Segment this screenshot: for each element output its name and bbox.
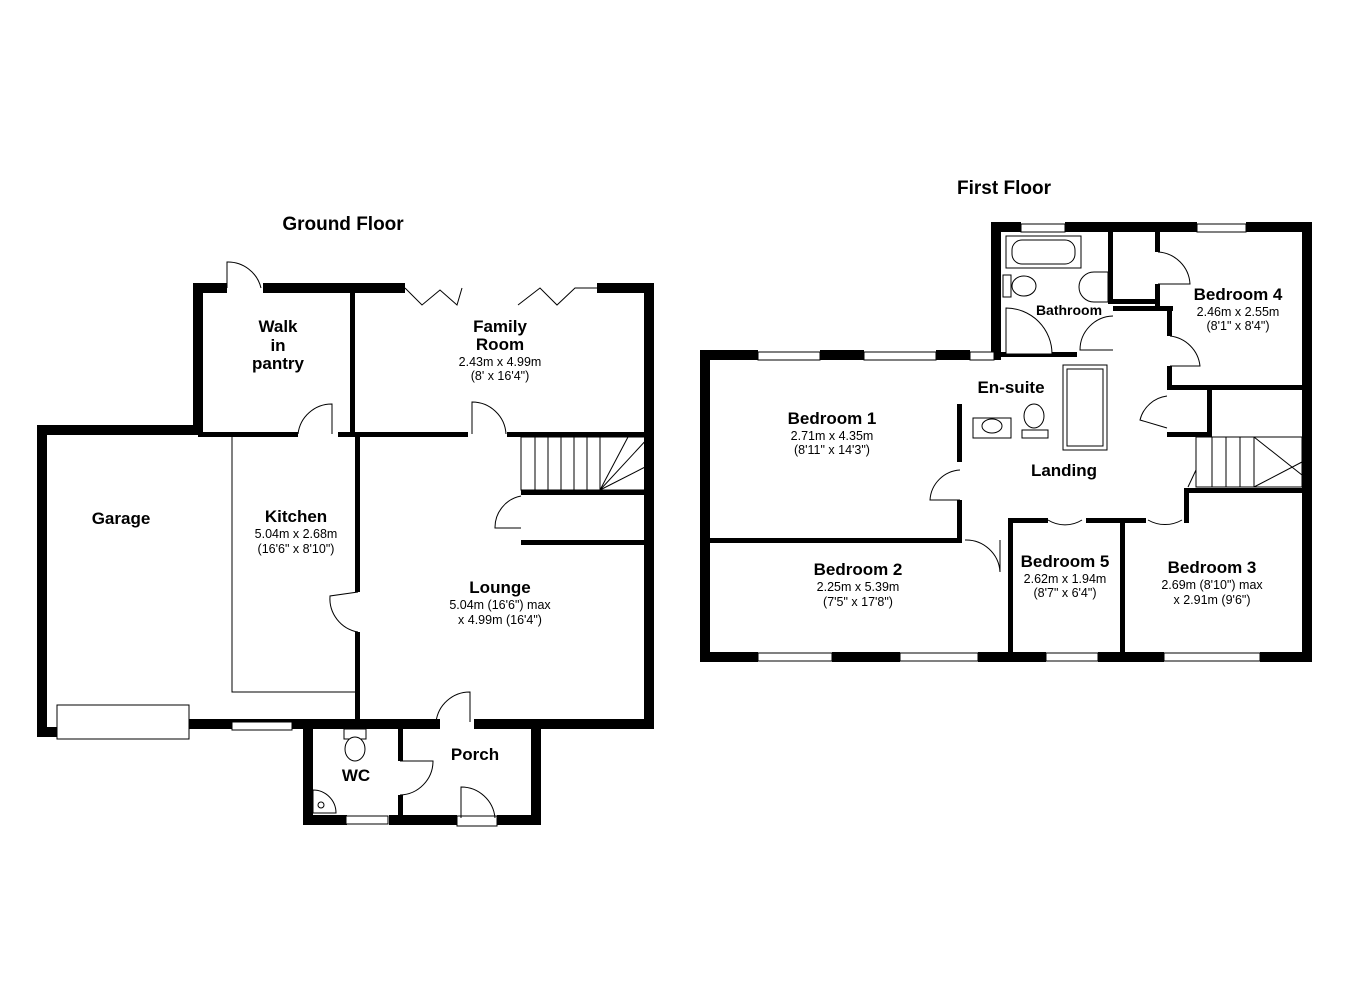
lounge-porch-door xyxy=(435,691,471,723)
bedroom5-window xyxy=(1045,652,1099,662)
pantry-door xyxy=(297,403,333,435)
pantry-label-line3: pantry xyxy=(252,354,305,373)
lounge-label: Lounge xyxy=(469,578,530,597)
wc-fixtures xyxy=(312,728,367,814)
wc-door xyxy=(399,760,434,796)
bedroom4-dim-imperial: (8'1" x 8'4") xyxy=(1207,319,1270,333)
wc-basin xyxy=(312,789,337,814)
family-room-label-line1: Family xyxy=(473,317,527,336)
ground-floor-title: Ground Floor xyxy=(282,214,404,235)
kitchen-dim-imperial: (16'6" x 8'10") xyxy=(258,542,335,556)
bedroom3-dim-line1: 2.69m (8'10") max xyxy=(1161,578,1263,592)
porch-label: Porch xyxy=(451,745,499,764)
wc-label: WC xyxy=(342,766,370,785)
bathroom-window xyxy=(1020,223,1066,233)
bedroom4-door xyxy=(1169,335,1201,367)
first-floor-windows xyxy=(757,223,1261,662)
bedroom3-dim-line2: x 2.91m (9'6") xyxy=(1174,593,1251,607)
pantry-external-door xyxy=(226,261,262,289)
kitchen-window xyxy=(231,721,293,731)
bedroom5-door xyxy=(1047,519,1083,526)
bedroom1-dim-metric: 2.71m x 4.35m xyxy=(791,429,874,443)
bedroom5-dim-metric: 2.62m x 1.94m xyxy=(1024,572,1107,586)
first-floor-doors xyxy=(929,251,1201,573)
bedroom3-window xyxy=(1163,652,1261,662)
bathroom-shower xyxy=(1005,307,1053,355)
lounge-cupboard-door xyxy=(494,495,522,529)
bifold-door-left xyxy=(404,287,463,306)
ensuite-fixtures xyxy=(972,364,1108,451)
bedroom2-dim-imperial: (7'5" x 17'8") xyxy=(823,595,893,609)
first-floor-plan: First Floor xyxy=(700,178,1312,662)
bedroom1-door xyxy=(929,469,961,501)
bedroom3-door xyxy=(1147,519,1183,526)
bedroom4-label: Bedroom 4 xyxy=(1194,285,1283,304)
bedroom1-window-1 xyxy=(757,351,821,361)
bedroom1-dim-imperial: (8'11" x 14'3") xyxy=(794,443,870,457)
bedroom2-door xyxy=(964,539,1001,573)
kitchen-label: Kitchen xyxy=(265,507,327,526)
kitchen-worktop xyxy=(231,437,355,693)
bedroom1-label: Bedroom 1 xyxy=(788,409,877,428)
landing-label: Landing xyxy=(1031,461,1097,480)
family-room-dim-imperial: (8' x 16'4") xyxy=(471,369,530,383)
pantry-label-line1: Walk xyxy=(258,317,298,336)
first-floor-walls xyxy=(700,222,1312,662)
bedroom5-label: Bedroom 5 xyxy=(1021,552,1110,571)
bathroom-toilet-cistern xyxy=(1002,274,1012,298)
bathroom-fixtures xyxy=(1002,235,1109,355)
family-room-label-line2: Room xyxy=(476,335,524,354)
bedroom4-cupboard-door xyxy=(1157,251,1191,285)
wc-window xyxy=(345,815,389,825)
family-room-dim-metric: 2.43m x 4.99m xyxy=(459,355,542,369)
bedroom2-dim-metric: 2.25m x 5.39m xyxy=(817,580,900,594)
porch-front-door xyxy=(456,815,498,827)
pantry-label-line2: in xyxy=(270,336,285,355)
bedroom4-window xyxy=(1196,223,1247,233)
ground-floor-doors xyxy=(226,261,597,819)
bedroom3-label: Bedroom 3 xyxy=(1168,558,1257,577)
ensuite-toilet-cistern xyxy=(1021,429,1049,439)
bedroom5-dim-imperial: (8'7" x 6'4") xyxy=(1034,586,1097,600)
first-floor-title: First Floor xyxy=(957,178,1052,199)
ensuite-label: En-suite xyxy=(977,378,1044,397)
ensuite-window xyxy=(969,351,995,361)
kitchen-dim-metric: 5.04m x 2.68m xyxy=(255,527,338,541)
bedroom2-window-1 xyxy=(757,652,833,662)
ground-floor-windows xyxy=(56,704,498,827)
bedroom1-window-2 xyxy=(863,351,937,361)
garage-label: Garage xyxy=(92,509,151,528)
bathroom-door xyxy=(1079,315,1114,351)
lounge-dim-line1: 5.04m (16'6") max xyxy=(449,598,551,612)
bathroom-label: Bathroom xyxy=(1036,302,1102,318)
lounge-dim-line2: x 4.99m (16'4") xyxy=(458,613,542,627)
ground-floor-stairs xyxy=(520,436,650,491)
first-floor-stairs xyxy=(1187,436,1303,488)
landing-cupboard-door xyxy=(1139,395,1168,429)
bifold-door-right xyxy=(517,287,597,306)
bathroom-basin xyxy=(1078,271,1109,303)
bedroom4-dim-metric: 2.46m x 2.55m xyxy=(1197,305,1280,319)
family-room-door xyxy=(471,401,507,435)
kitchen-lounge-door xyxy=(329,591,359,633)
garage-door xyxy=(56,704,190,740)
bedroom2-window-2 xyxy=(899,652,979,662)
bedroom2-label: Bedroom 2 xyxy=(814,560,903,579)
porch-external-door xyxy=(460,786,496,819)
ground-floor-plan: Ground Floor xyxy=(37,214,654,827)
